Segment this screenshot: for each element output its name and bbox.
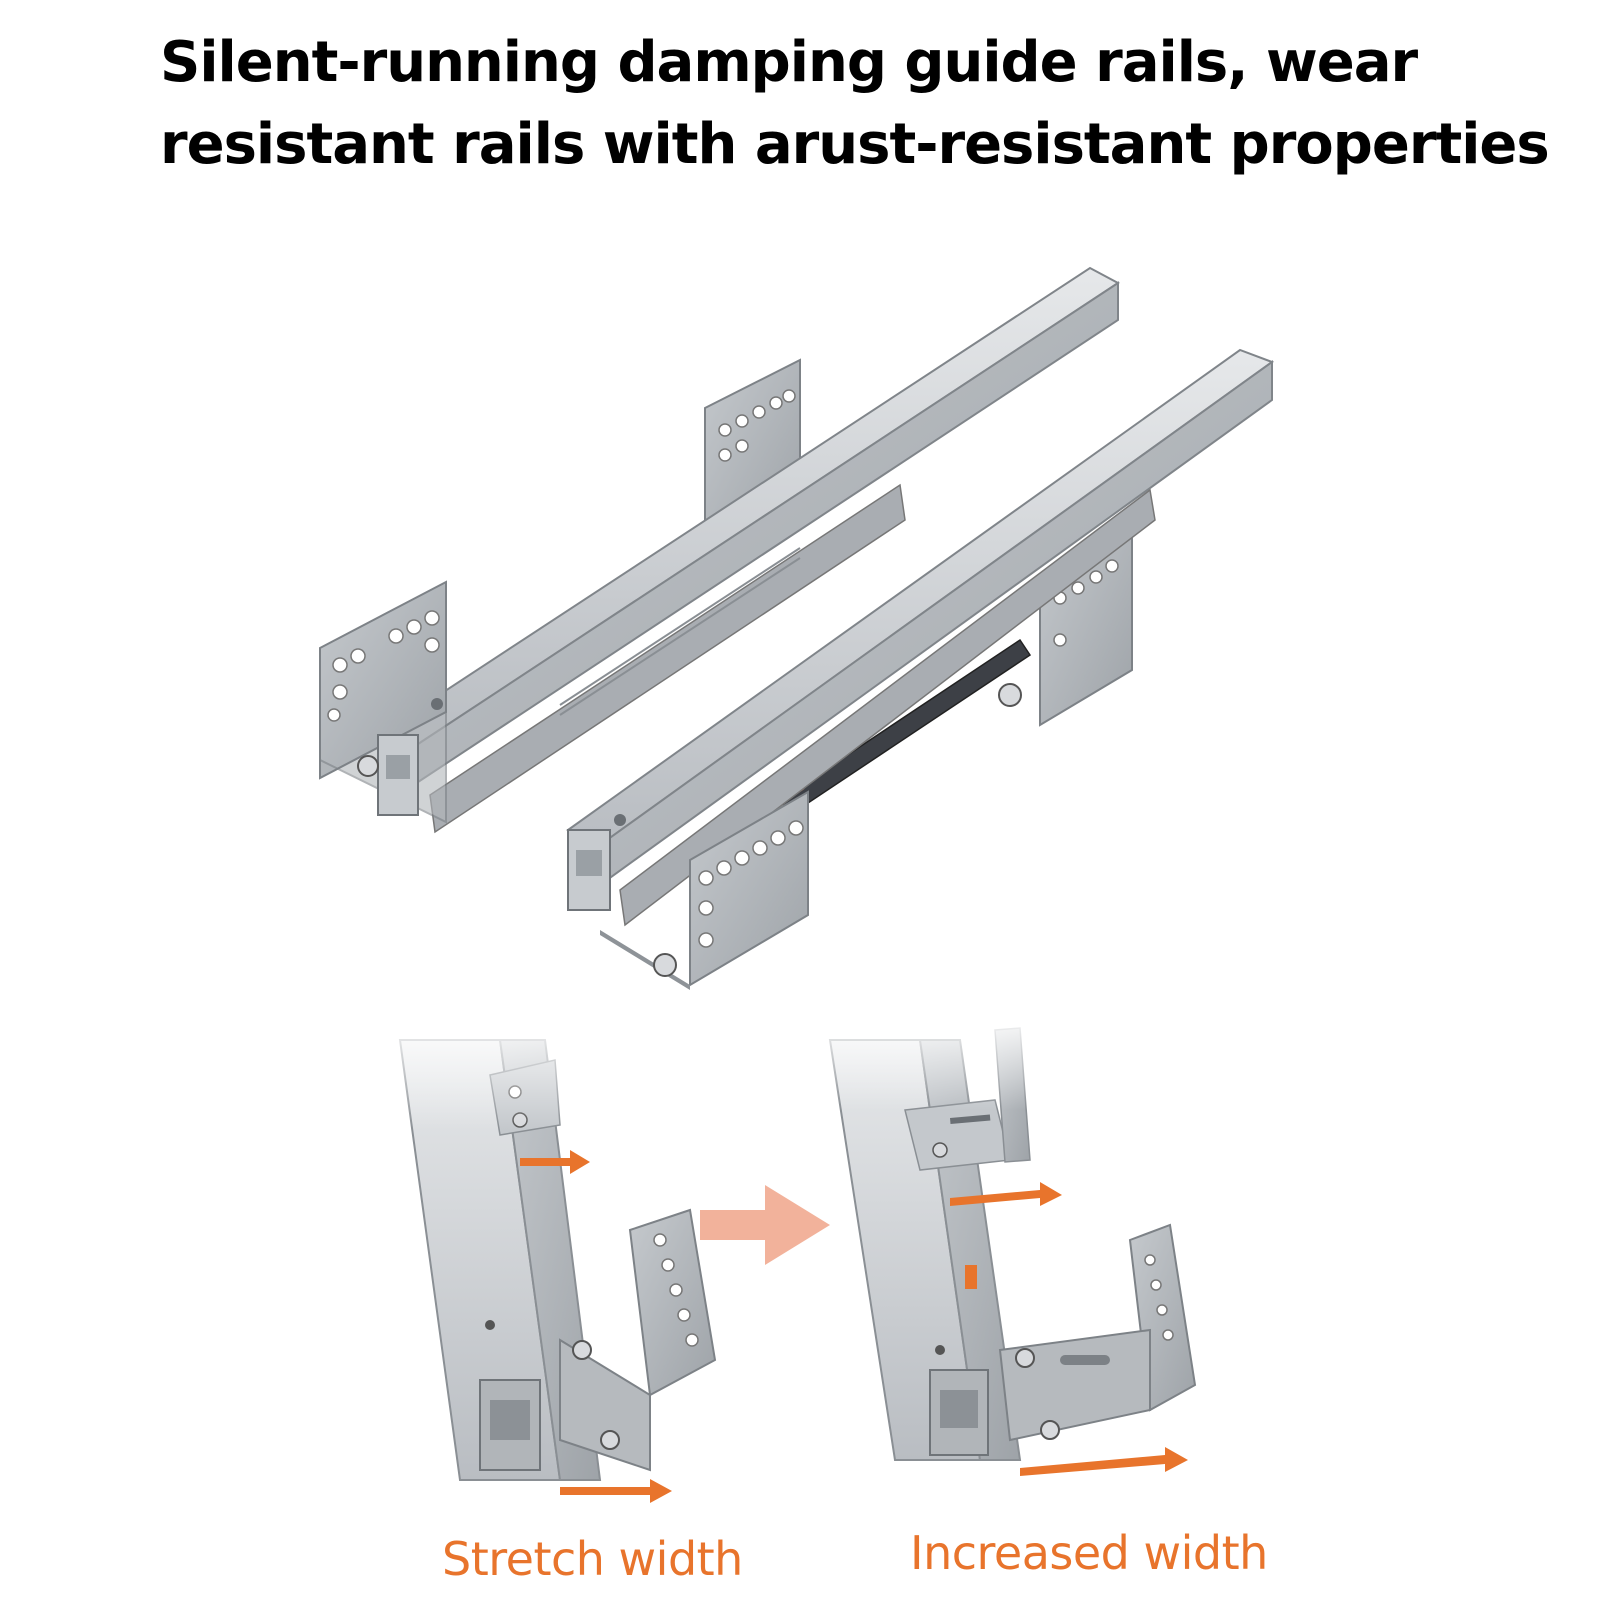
headline-line-1: Silent-running damping guide rails, wear [160, 30, 1418, 95]
caption-stretch-width: Stretch width [442, 1532, 743, 1586]
headline-line-2: resistant rails with arust-resistant pro… [160, 112, 1550, 177]
arrow-right-icon [560, 1479, 672, 1503]
arrow-right-icon [1020, 1447, 1188, 1476]
arrow-right-icon [520, 1150, 590, 1174]
caption-increased-width: Increased width [910, 1526, 1268, 1580]
closeup-increased [828, 1027, 1197, 1476]
headline: Silent-running damping guide rails, wear… [160, 22, 1550, 186]
drawer-rail-back [319, 266, 1120, 834]
arrow-right-icon [950, 1182, 1062, 1206]
drawer-rail-front [566, 348, 1275, 990]
transition-arrow-icon [700, 1185, 830, 1265]
closeup-stretch [398, 1039, 717, 1503]
